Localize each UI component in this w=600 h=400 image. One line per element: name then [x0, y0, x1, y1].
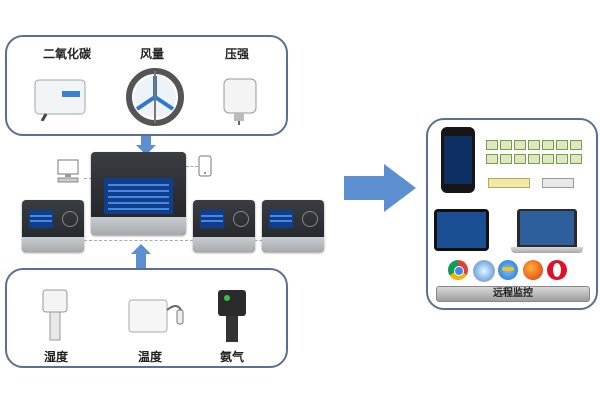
arrow-right-head: [384, 164, 416, 212]
laptop-base: [511, 247, 583, 253]
arrow-up-head: [131, 244, 151, 254]
top-sensor-panel: 二氧化碳 风量 压强: [5, 35, 288, 136]
arrow-up: [136, 254, 146, 268]
connection-line: [255, 240, 262, 241]
bottom-sensor-panel: 湿度 温度 氨气: [5, 268, 288, 368]
firefox-icon: [523, 260, 543, 280]
connection-line: [84, 178, 92, 179]
co2-sensor-icon: [32, 77, 88, 122]
arrow-right: [344, 176, 384, 200]
sensor-label-pressure: 压强: [224, 47, 249, 61]
sensor-label-airflow: 风量: [139, 47, 164, 61]
controller-mid: [193, 200, 255, 252]
ammonia-sensor-icon: [212, 288, 252, 344]
connection-line: [186, 166, 198, 167]
humidity-sensor-icon: [35, 288, 75, 342]
sensor-label-temperature: 温度: [137, 350, 162, 364]
sensor-label-ammonia: 氨气: [219, 350, 244, 364]
remote-monitoring-label: 远程监控: [436, 286, 590, 302]
laptop-icon: [517, 209, 577, 247]
phone-icon: [198, 155, 212, 177]
main-controller: [91, 152, 186, 235]
smartphone-icon: [441, 127, 475, 193]
temperature-sensor-icon: [125, 292, 187, 338]
opera-icon: [547, 260, 567, 280]
airflow-sensor-icon: [125, 67, 185, 127]
network-diagram: [482, 138, 588, 196]
main-controller-screen: [104, 178, 173, 214]
tablet-icon: [434, 209, 489, 251]
controller-left: [22, 200, 84, 252]
sensor-label-co2: 二氧化碳: [42, 47, 91, 61]
internet-explorer-icon: [498, 260, 518, 280]
connection-line: [84, 240, 193, 241]
safari-icon: [473, 260, 495, 282]
arrow-down-head: [136, 145, 156, 155]
controller-right: [262, 200, 324, 252]
chrome-icon: [448, 260, 468, 280]
pressure-sensor-icon: [220, 75, 262, 125]
arrow-down: [141, 136, 151, 145]
sensor-label-humidity: 湿度: [43, 350, 68, 364]
computer-icon: [56, 158, 84, 184]
